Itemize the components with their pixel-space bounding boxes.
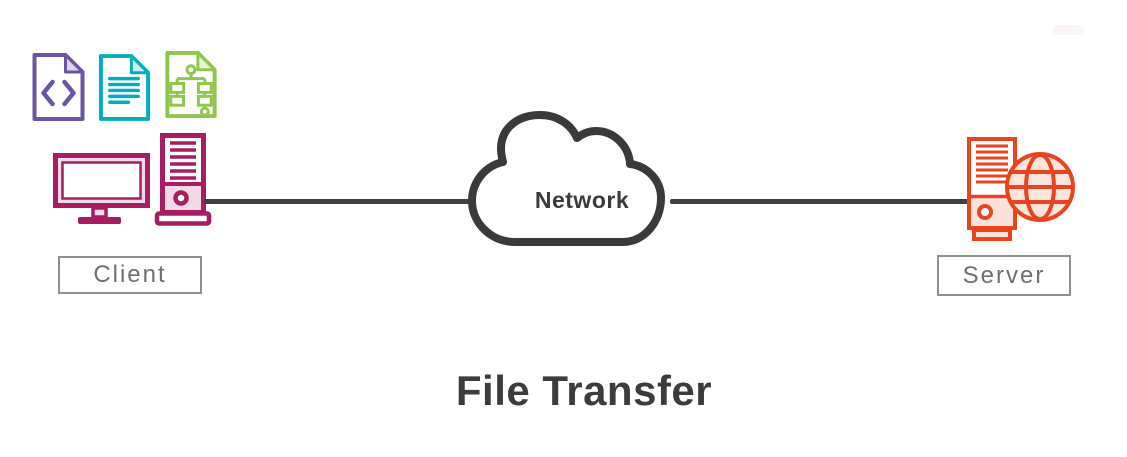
network-cloud-icon: Network bbox=[468, 111, 665, 246]
client-label-box: Client bbox=[58, 256, 202, 294]
server-icon bbox=[967, 137, 1075, 241]
network-label: Network bbox=[535, 187, 629, 213]
client-label: Client bbox=[93, 261, 167, 288]
server-label-box: Server bbox=[937, 255, 1071, 296]
client-network-link-line bbox=[204, 199, 470, 204]
client-computer-icon bbox=[53, 133, 212, 226]
text-document-icon bbox=[98, 54, 151, 121]
hierarchy-file-icon bbox=[165, 50, 217, 119]
desktop-monitor-icon bbox=[53, 153, 150, 224]
server-label: Server bbox=[962, 261, 1046, 289]
code-file-icon bbox=[32, 53, 85, 121]
diagram-title: File Transfer bbox=[455, 367, 713, 414]
watermark-remnant bbox=[1053, 25, 1084, 35]
computer-tower-icon bbox=[154, 133, 212, 226]
globe-icon bbox=[1005, 152, 1075, 222]
network-server-link-line bbox=[670, 199, 968, 204]
